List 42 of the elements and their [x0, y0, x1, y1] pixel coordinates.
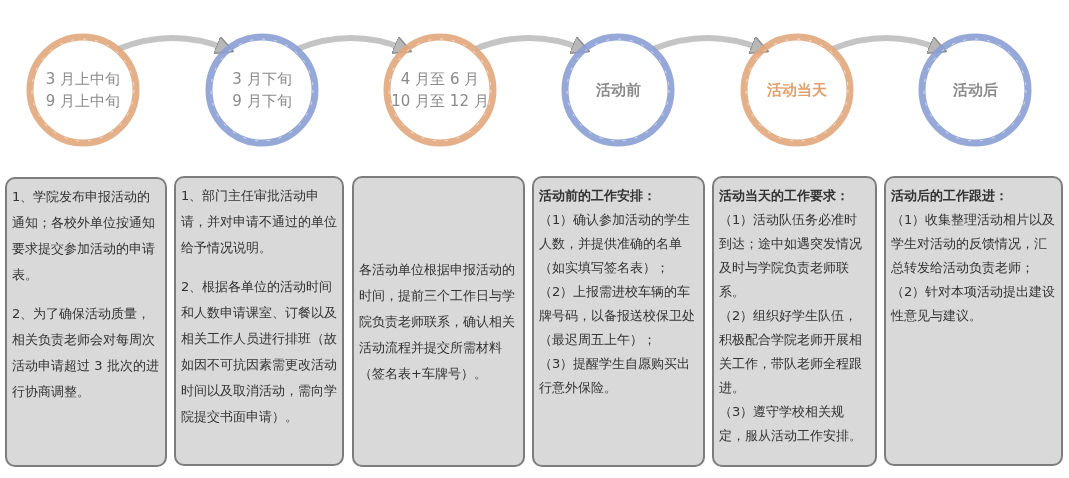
card-paragraph: （2）上报需进校车辆的车牌号码，以备报送校保卫处（最迟周五上午）；	[539, 283, 696, 349]
step-card	[532, 176, 705, 467]
curved-arrow	[831, 35, 948, 55]
curved-arrow	[117, 35, 235, 55]
stage-label: 9 月上中旬	[45, 91, 121, 112]
card-paragraph: 1、学院发布申报活动的通知；各校外单位按通知要求提交参加活动的申请表。	[12, 188, 156, 284]
stage-label: 3 月上中旬	[45, 69, 121, 90]
card-paragraph: （2）针对本项活动提出建设性意见与建议。	[891, 283, 1056, 325]
stage-label: 活动后	[952, 80, 998, 101]
curved-arrow	[474, 35, 591, 55]
card-heading: 活动前的工作安排：	[539, 187, 657, 205]
step-card	[174, 176, 344, 466]
card-paragraph: （3）遵守学校相关规定，服从活动工作安排。	[719, 403, 863, 445]
card-paragraph: 1、部门主任审批活动申请，并对申请不通过的单位给予情况说明。	[181, 187, 337, 257]
card-paragraph: （3）提醒学生自愿购买出行意外保险。	[539, 355, 692, 397]
step-card	[5, 177, 167, 467]
stage-label: 4 月至 6 月	[400, 69, 480, 90]
card-paragraph: 2、根据各单位的活动时间和人数申请课室、订餐以及相关工作人员进行排班（故如因不可抗因素需更改活动时间以及取消活动，需向学院提交书面申请）。	[181, 278, 337, 426]
card-paragraph: （2）组织好学生队伍，积极配合学院老师开展相关工作，带队老师全程跟进。	[719, 307, 863, 397]
stage-label: 9 月下旬	[232, 91, 292, 112]
card-paragraph: （1）收集整理活动相片以及学生对活动的反馈情况，汇总转发给活动负责老师；	[891, 211, 1056, 277]
stage-label: 3 月下旬	[232, 69, 292, 90]
stage-circle	[918, 33, 1032, 147]
stage-circle	[383, 33, 497, 147]
step-card	[352, 176, 525, 467]
card-paragraph: （1）确认参加活动的学生人数，并提供准确的名单（如实填写签名表）；	[539, 211, 692, 277]
curved-arrow	[652, 35, 770, 55]
stage-label: 10 月至 12 月	[391, 91, 489, 112]
stage-circle	[561, 33, 675, 147]
card-heading: 活动后的工作跟进：	[891, 187, 1009, 205]
curved-arrow	[296, 35, 413, 55]
stage-circle	[740, 33, 854, 147]
stage-label: 活动前	[595, 80, 641, 101]
step-card	[884, 176, 1063, 466]
stage-circle	[205, 33, 319, 147]
card-heading: 活动当天的工作要求：	[719, 187, 850, 205]
step-card	[712, 176, 877, 467]
card-paragraph: （1）活动队伍务必准时到达；途中如遇突发情况及时与学院负责老师联系。	[719, 211, 863, 301]
card-paragraph: 2、为了确保活动质量，相关负责老师会对每周次活动申请超过 3 批次的进行协商调整。	[12, 305, 160, 401]
card-paragraph: 各活动单位根据申报活动的时间，提前三个工作日与学院负责老师联系，确认相关活动流程并提交所需材料（签名表+车牌号）。	[359, 260, 516, 383]
stage-circle	[26, 33, 140, 147]
stage-label: 活动当天	[767, 80, 827, 101]
